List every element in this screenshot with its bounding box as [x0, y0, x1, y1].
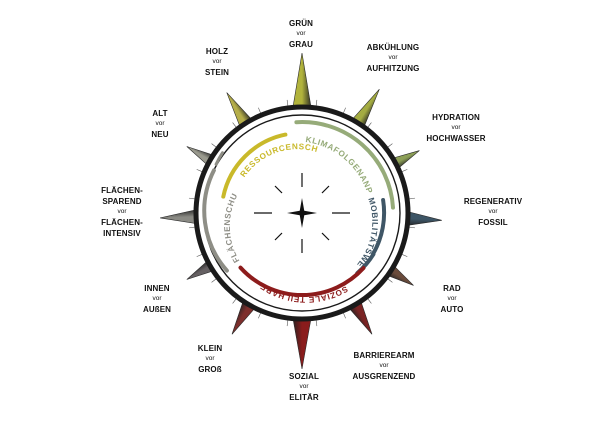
ring-tick [401, 169, 408, 172]
point-label-top: HOLZ [205, 47, 229, 56]
point-label-top: BARRIEREARM [353, 351, 415, 360]
center-direction-line [321, 185, 330, 194]
point-label-bottom: AUSGRENZEND [352, 372, 416, 381]
point-label-connector: vor [212, 58, 222, 65]
point-label-connector: vor [152, 295, 162, 302]
ring-tick [387, 143, 393, 148]
arc-klimafolgenanpassung [294, 120, 395, 210]
arc-ressourcenschutz [221, 132, 288, 199]
ring-tick [232, 122, 237, 128]
ring-tick [232, 298, 237, 304]
ring-tick [367, 298, 372, 304]
ring-tick [196, 254, 203, 257]
ring-tick [367, 122, 372, 128]
center-star-shape [287, 198, 317, 228]
point-label-top: FLÄCHEN-SPAREND [101, 186, 143, 206]
point-label-connector: vor [447, 295, 457, 302]
center-star-icon [254, 173, 350, 253]
ring-tick [188, 226, 195, 229]
point-label-top: REGENERATIV [463, 197, 523, 206]
point-label-bottom: ELITÄR [289, 393, 319, 402]
ring-tick [211, 278, 217, 283]
ring-tick [343, 107, 346, 114]
point-label-bottom: STEIN [204, 68, 230, 77]
point-label-bottom: FLÄCHEN-INTENSIV [101, 218, 143, 238]
point-label-bottom: GRAU [289, 40, 313, 49]
point-label-connector: vor [299, 383, 309, 390]
point-label-top: GRÜN [289, 19, 313, 28]
point-label-connector: vor [205, 355, 215, 362]
point-label-connector: vor [296, 30, 306, 37]
ring-tick [258, 312, 261, 319]
arc-flaechenschutz [202, 168, 229, 273]
point-label-bottom: NEU [151, 130, 169, 139]
ring-tick [188, 197, 195, 200]
ring-tick [387, 278, 393, 283]
ring-tick [286, 320, 289, 327]
point-label-top: HYDRATION [432, 113, 480, 122]
point-label-top: KLEIN [197, 344, 223, 353]
point-label-bottom: AUTO [440, 305, 464, 314]
arc-soziale-teilhabe [238, 265, 366, 297]
center-direction-line [274, 185, 283, 194]
point-label-connector: vor [117, 208, 127, 215]
compass-spike-gruen-grau [291, 52, 313, 114]
ring-tick [315, 320, 318, 327]
center-direction-line [274, 232, 283, 241]
point-label-top: INNEN [144, 284, 170, 293]
center-direction-line [321, 232, 330, 241]
ring-tick [315, 99, 318, 106]
ring-tick [343, 312, 346, 319]
arc-flaechenschutz-tip [214, 151, 224, 166]
ring-tick [196, 169, 203, 172]
point-label-bottom: AUFHITZUNG [366, 64, 420, 73]
point-label-bottom: FOSSIL [478, 218, 508, 227]
arc-mobilitaetswende [371, 198, 387, 256]
point-label-connector: vor [155, 120, 165, 127]
ring-tick [211, 143, 217, 148]
point-label-top: RAD [443, 284, 461, 293]
category-arcs [202, 120, 395, 297]
ring-tick [409, 197, 416, 200]
ring-tick [258, 107, 261, 114]
point-label-top: ABKÜHLUNG [366, 43, 420, 52]
point-label-bottom: GROß [198, 365, 222, 374]
point-label-connector: vor [488, 208, 498, 215]
ring-tick [286, 99, 289, 106]
point-label-bottom: AUßEN [142, 305, 172, 314]
ring-tick [401, 254, 408, 257]
point-label-bottom: HOCHWASSER [426, 134, 486, 143]
ring-tick [409, 226, 416, 229]
point-label-connector: vor [451, 124, 461, 131]
point-label-connector: vor [379, 362, 389, 369]
point-label-top: ALT [152, 109, 168, 118]
point-label-connector: vor [388, 54, 398, 61]
point-label-top: SOZIAL [289, 372, 319, 381]
